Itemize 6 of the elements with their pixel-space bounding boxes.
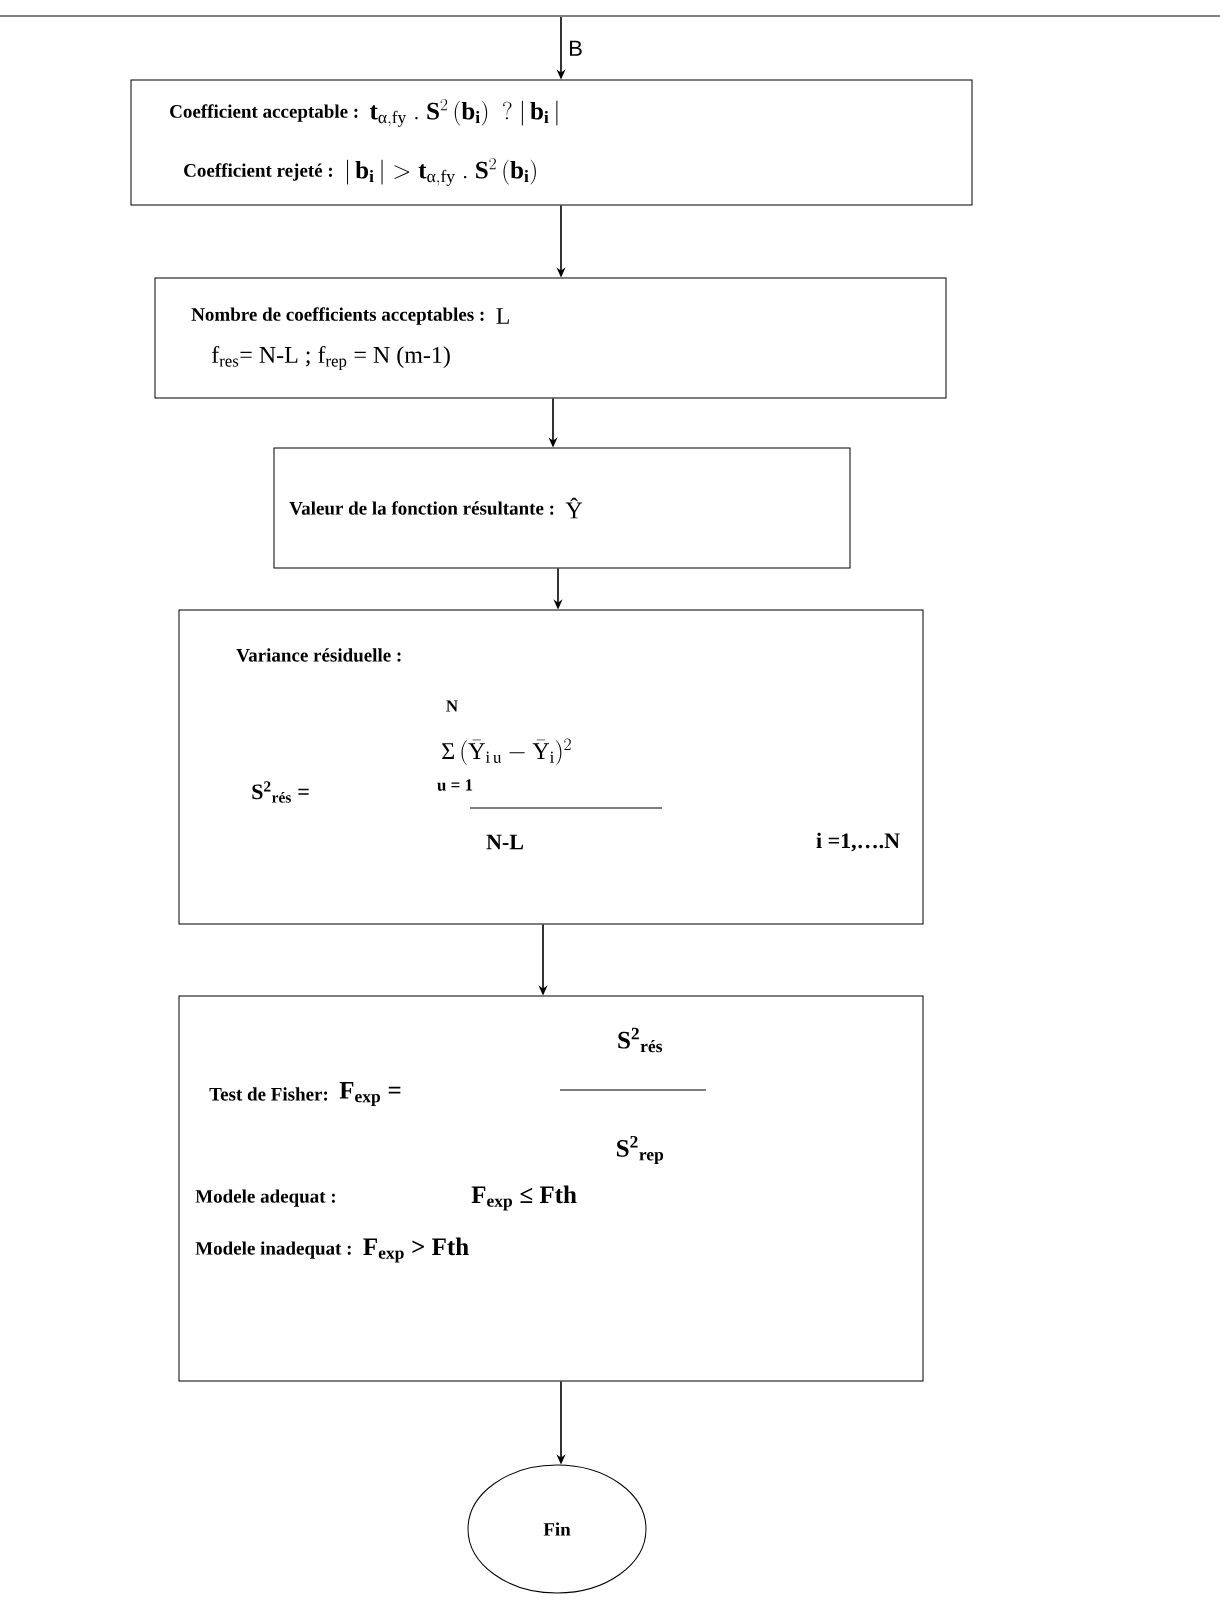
- process-box: Valeur de la fonction résultante : Ŷ: [273, 447, 851, 569]
- process-box: Nombre de coefficients acceptables : L f$_{res}$= N-L ; f$_{rep}$ = N (m-1): [154, 277, 947, 399]
- process-box: Test de Fisher: F$_{exp}$ = S$^{2}$rés S$^{2}$rep Modele adequat : F$_{exp}$ ≤ Fth Modele inadequat : F$_{exp}$ > Fth: [178, 995, 924, 1382]
- process-box: Coefficient acceptable : $\mathbf{t}_{\mathrm{α ,fy}}\ .\ \mathbf{S}^{2}\,(\mathbf{b}_{\mathbf{i}})\ \ ?\ |\,\mathbf{b}_{\mathbf{i}}\,|$ Coefficient rejeté : $|\,\mathbf{b}_{\mathbf{i}}\,| > \mathbf{t}_{\mathrm{α ,fy}}\ .\ \mathbf{S}^{2}\,(\mathbf{b}_{\mathbf{i}})$: [130, 79, 973, 206]
- edge-label: B: [567, 39, 584, 57]
- process-box: Variance résiduelle : S$^{2}$$_{rés}$ = N $\mathrm{Σ}\,(\bar{\mathrm{Y}}_{\mathrm{i\,u}} - \bar{\mathrm{Y}}_{\mathrm{i}})^{2}$ u = 1 N-L i =1,….N: [178, 609, 924, 925]
